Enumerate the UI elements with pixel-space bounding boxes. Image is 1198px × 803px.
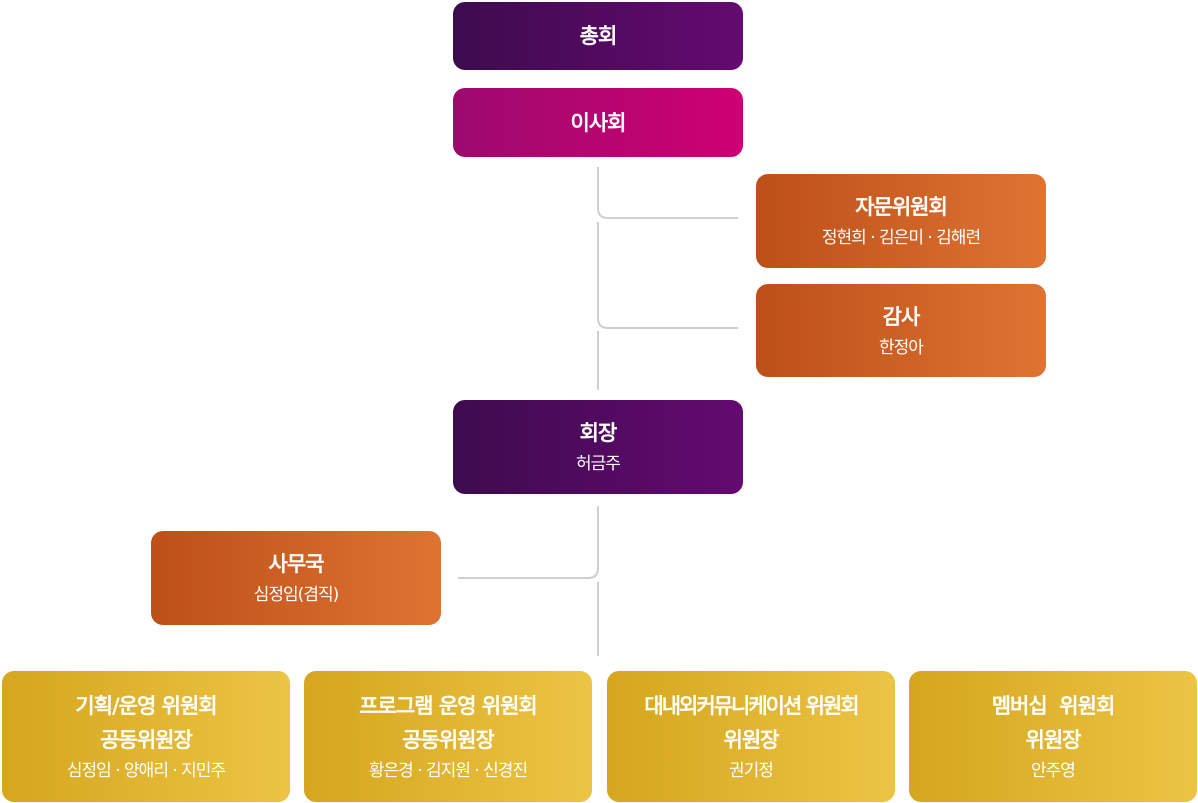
committee-box: 프로그램 운영 위원회 공동위원장 황은경 · 김지원 · 신경진 <box>304 671 592 802</box>
committee-role: 위원장 <box>1025 727 1082 752</box>
committee-role: 공동위원장 <box>402 727 495 752</box>
advisory-title: 자문위원회 <box>855 195 948 219</box>
general-assembly-title: 총회 <box>579 24 618 48</box>
committee-role: 공동위원장 <box>100 727 193 752</box>
president-box: 회장 허금주 <box>453 400 743 494</box>
committee-members: 안주영 <box>1031 760 1076 781</box>
board-box: 이사회 <box>453 88 743 157</box>
committee-box: 기획/운영 위원회 공동위원장 심정임 · 양애리 · 지민주 <box>2 671 290 802</box>
committee-members: 심정임 · 양애리 · 지민주 <box>66 760 226 781</box>
committee-role: 위원장 <box>723 727 780 752</box>
general-assembly-box: 총회 <box>453 2 743 70</box>
committee-title: 기획/운영 위원회 <box>75 693 217 718</box>
committee-members: 권기정 <box>729 760 774 781</box>
audit-box: 감사 한정아 <box>756 284 1046 377</box>
audit-members: 한정아 <box>879 337 924 358</box>
committee-members: 황은경 · 김지원 · 신경진 <box>368 760 528 781</box>
president-title: 회장 <box>579 421 618 445</box>
president-name: 허금주 <box>576 454 621 474</box>
secretariat-title: 사무국 <box>268 552 325 576</box>
advisory-members: 정현희 · 김은미 · 김해련 <box>821 228 981 248</box>
committee-box: 멤버십 위원회 위원장 안주영 <box>909 671 1197 802</box>
committee-title: 멤버십 위원회 <box>991 693 1116 718</box>
board-title: 이사회 <box>570 110 627 135</box>
secretariat-box: 사무국 심정임(겸직) <box>151 531 441 625</box>
secretariat-members: 심정임(겸직) <box>253 585 339 605</box>
advisory-committee-box: 자문위원회 정현희 · 김은미 · 김해련 <box>756 174 1046 268</box>
committee-title: 대내외커뮤니케이션 위원회 <box>644 693 859 718</box>
committee-title: 프로그램 운영 위원회 <box>359 693 538 718</box>
committee-box: 대내외커뮤니케이션 위원회 위원장 권기정 <box>607 671 895 802</box>
audit-title: 감사 <box>882 304 921 329</box>
